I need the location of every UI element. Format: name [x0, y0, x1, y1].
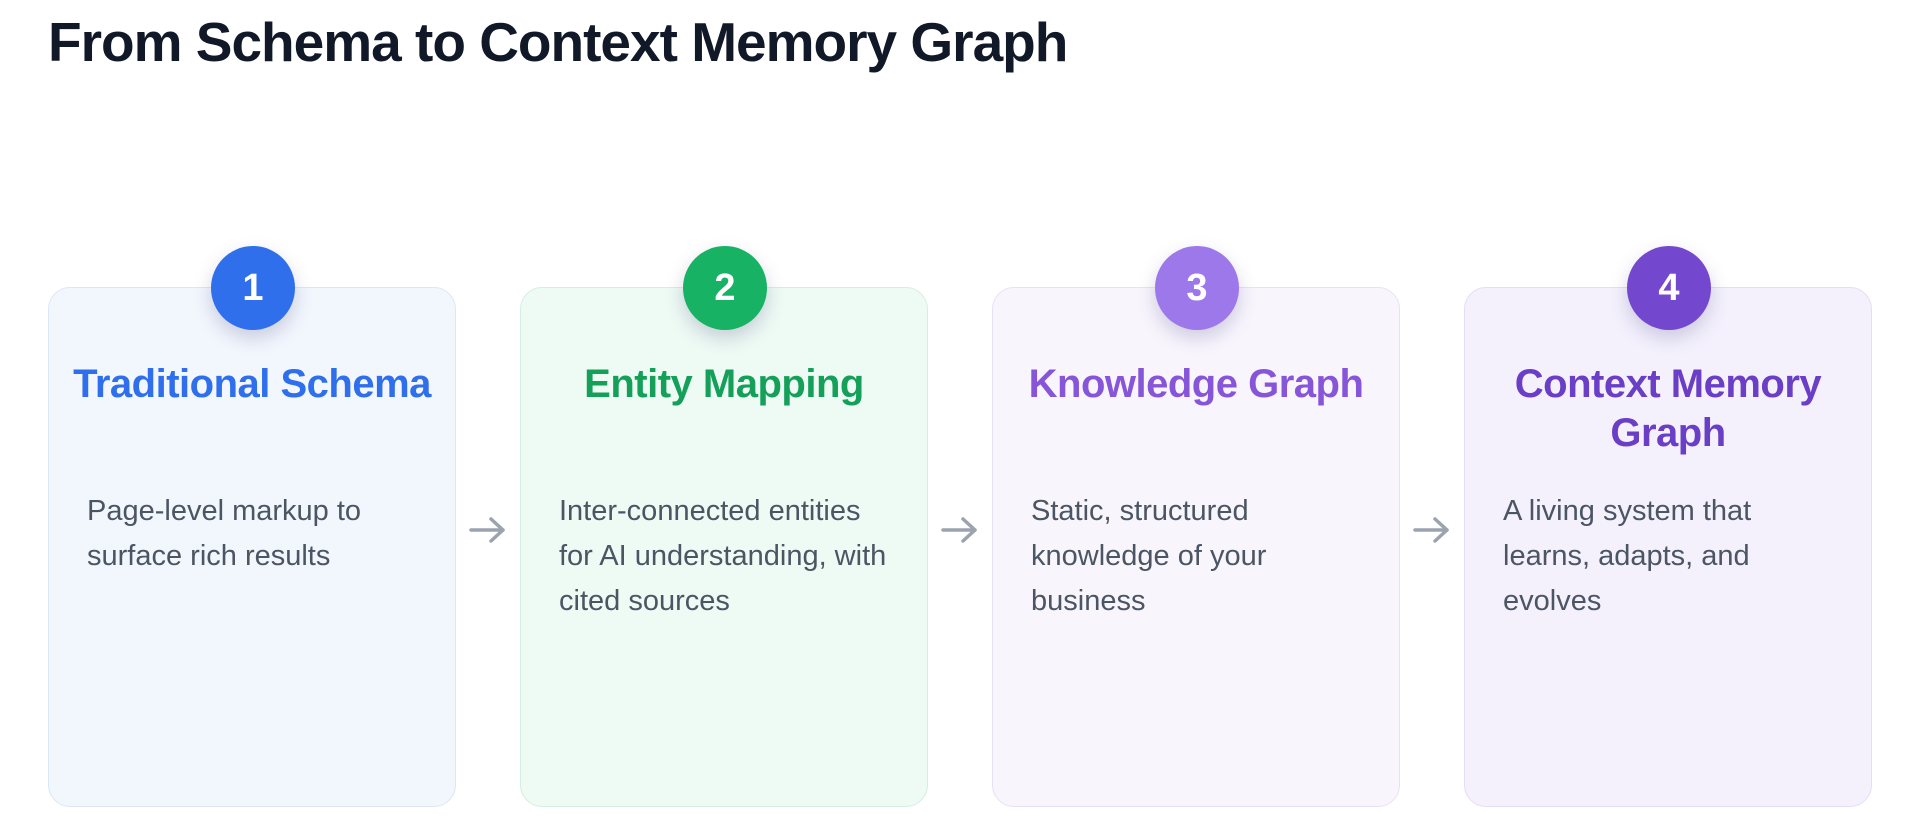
page-title: From Schema to Context Memory Graph [48, 11, 1068, 73]
step-number-badge: 3 [1155, 246, 1239, 330]
arrow-right-icon [469, 517, 505, 543]
step-card-knowledge-graph: 3 Knowledge Graph Static, structured kno… [992, 246, 1400, 807]
step-title: Traditional Schema [73, 362, 431, 406]
step-number-badge: 1 [211, 246, 295, 330]
step-description: Inter-connected entities for AI understa… [559, 495, 887, 617]
step-description: Static, structured knowledge of your bus… [1031, 495, 1267, 617]
step-number-badge: 2 [683, 246, 767, 330]
arrow-right-icon [1413, 517, 1449, 543]
step-title: Knowledge Graph [1028, 362, 1364, 406]
step-card-entity-mapping: 2 Entity Mapping Inter-connected entitie… [520, 246, 928, 807]
step-description: A living system that learns, adapts, and… [1503, 495, 1752, 617]
step-title: Context Memory Graph [1514, 362, 1822, 455]
step-card-traditional-schema: 1 Traditional Schema Page-level markup t… [48, 246, 456, 807]
step-description: Page-level markup to surface rich result… [87, 495, 362, 572]
step-number-badge: 4 [1627, 246, 1711, 330]
step-card-context-memory-graph: 4 Context Memory Graph A living system t… [1464, 246, 1872, 807]
arrow-right-icon [941, 517, 977, 543]
step-title: Entity Mapping [584, 362, 864, 406]
process-flow: 1 Traditional Schema Page-level markup t… [48, 245, 1872, 807]
